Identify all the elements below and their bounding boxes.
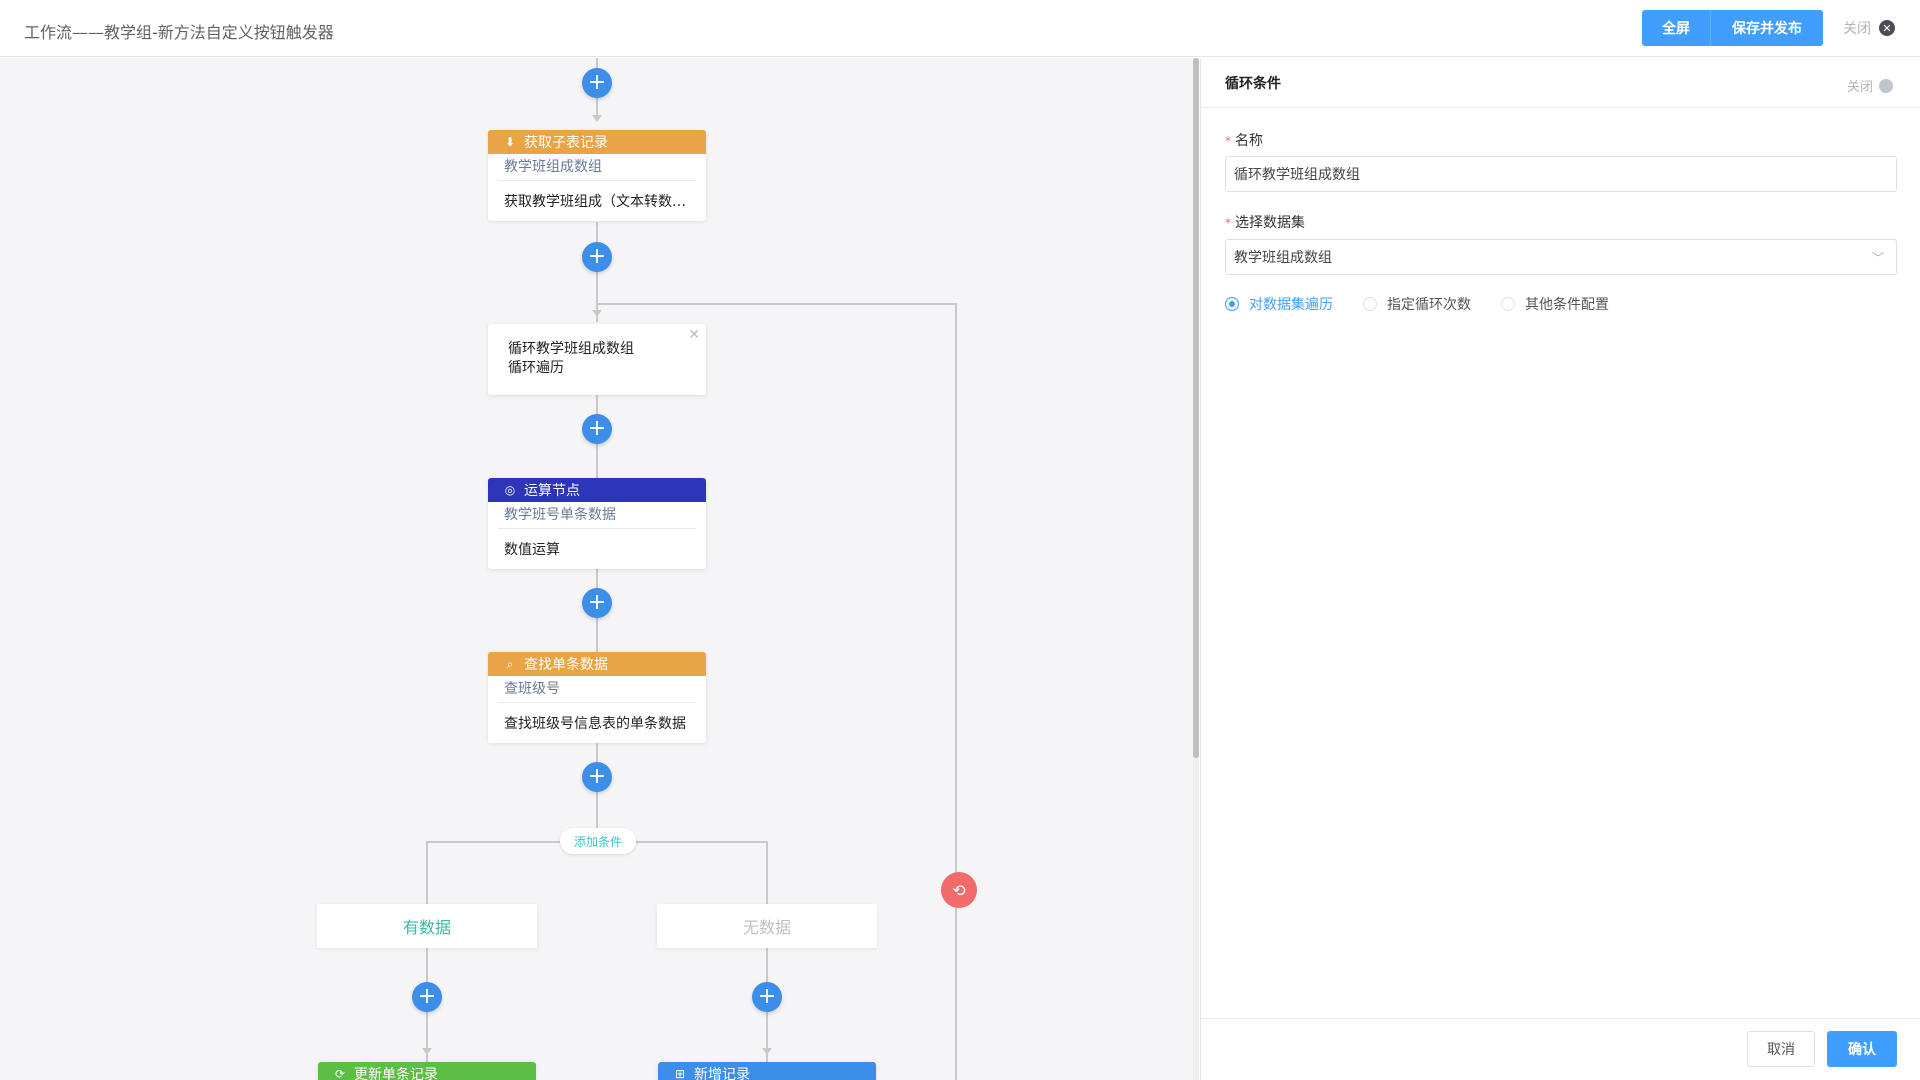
node-find-single[interactable]: ⌕ 查找单条数据 查班级号 查找班级号信息表的单条数据 [488, 652, 706, 743]
add-node-button[interactable]: + [412, 982, 442, 1012]
node-update-record[interactable]: ⟳ 更新单条记录 [318, 1062, 536, 1080]
panel-close-button[interactable]: 关闭 [1847, 76, 1894, 95]
radio-circle [1363, 297, 1377, 311]
close-icon [1879, 78, 1894, 93]
connector-line [596, 394, 598, 530]
branch-label: 有数据 [402, 918, 451, 937]
search-icon: ⌕ [506, 656, 514, 671]
download-icon: ⬇ [504, 135, 516, 149]
loop-node-type: 循环遍历 [508, 360, 564, 376]
select-value: 教学班组成数组 [1234, 250, 1332, 266]
chevron-down-icon: ﹀ [1871, 251, 1884, 265]
add-node-button[interactable]: + [582, 414, 612, 444]
loop-mode-radio-group: 对数据集遍历 指定循环次数 其他条件配置 [1225, 294, 1609, 314]
radio-dataset-traverse[interactable]: 对数据集遍历 [1225, 294, 1333, 314]
branch-line [426, 841, 428, 965]
connector-arrow [422, 1048, 432, 1055]
save-publish-button[interactable]: 保存并发布 [1711, 10, 1823, 46]
name-input[interactable] [1225, 156, 1897, 192]
workflow-canvas[interactable]: + + + + + + + [0, 58, 1196, 1080]
node-subtitle: 教学班号单条数据 [498, 502, 696, 529]
canvas-scrollbar[interactable] [1193, 58, 1199, 1080]
node-description: 获取教学班组成（文本转数… [504, 194, 686, 210]
refresh-icon: ⟳ [334, 1067, 346, 1080]
node-header: ⊞ 新增记录 [658, 1062, 876, 1080]
node-get-subtable-records[interactable]: ⬇ 获取子表记录 教学班组成数组 获取教学班组成（文本转数… [488, 130, 706, 221]
connector-line [596, 568, 598, 708]
panel-title: 循环条件 [1225, 75, 1281, 92]
node-add-record[interactable]: ⊞ 新增记录 [658, 1062, 876, 1080]
radio-circle [1501, 297, 1515, 311]
confirm-button[interactable]: 确认 [1827, 1031, 1897, 1067]
branch-has-data[interactable]: 有数据 [317, 904, 537, 948]
close-icon[interactable]: ✕ [688, 327, 700, 343]
node-title: 运算节点 [524, 483, 580, 499]
radio-label: 对数据集遍历 [1249, 297, 1333, 313]
connector-arrow [592, 115, 602, 122]
add-node-button[interactable]: + [582, 762, 612, 792]
add-node-button[interactable]: + [582, 242, 612, 272]
top-header: 工作流——教学组-新方法自定义按钮触发器 全屏 保存并发布 关闭 ✕ [0, 0, 1920, 57]
dataset-select[interactable]: 教学班组成数组 ﹀ [1225, 239, 1897, 275]
loop-connector-line [597, 303, 957, 305]
node-title: 获取子表记录 [524, 135, 608, 151]
panel-header: 循环条件 关闭 [1201, 58, 1920, 108]
panel-close-label: 关闭 [1847, 80, 1874, 95]
add-condition-button[interactable]: 添加条件 [560, 828, 636, 854]
add-node-button[interactable]: + [582, 68, 612, 98]
node-subtitle: 教学班组成数组 [498, 154, 696, 181]
scrollbar-thumb[interactable] [1193, 58, 1199, 758]
close-icon: ✕ [1879, 20, 1895, 36]
node-header: ⟳ 更新单条记录 [318, 1062, 536, 1080]
label-text: 选择数据集 [1235, 215, 1305, 231]
radio-loop-count[interactable]: 指定循环次数 [1363, 294, 1471, 314]
label-text: 名称 [1235, 133, 1263, 149]
branch-label: 无数据 [742, 918, 791, 937]
fullscreen-button[interactable]: 全屏 [1642, 10, 1711, 46]
required-mark: * [1225, 216, 1231, 230]
node-header: ⬇ 获取子表记录 [488, 130, 706, 154]
node-subtitle: 查班级号 [498, 676, 696, 703]
radio-label: 其他条件配置 [1525, 297, 1609, 313]
name-field-label: * 名称 [1225, 130, 1263, 150]
required-mark: * [1225, 134, 1231, 148]
header-button-group: 全屏 保存并发布 [1642, 10, 1823, 46]
add-node-button[interactable]: + [752, 982, 782, 1012]
connector-arrow [592, 310, 602, 317]
radio-label: 指定循环次数 [1387, 297, 1471, 313]
branch-no-data[interactable]: 无数据 [657, 904, 877, 948]
loop-end-icon[interactable]: ⟲ [941, 872, 977, 908]
cancel-button[interactable]: 取消 [1747, 1031, 1815, 1067]
panel-footer: 取消 确认 [1201, 1018, 1920, 1080]
dataset-field-label: * 选择数据集 [1225, 212, 1305, 232]
header-close-button[interactable]: 关闭 ✕ [1843, 18, 1895, 38]
add-node-button[interactable]: + [582, 588, 612, 618]
node-title: 查找单条数据 [524, 657, 608, 673]
connector-arrow [762, 1048, 772, 1055]
compute-icon: ◎ [504, 483, 516, 497]
page-title: 工作流——教学组-新方法自定义按钮触发器 [24, 23, 334, 42]
node-description: 查找班级号信息表的单条数据 [504, 716, 686, 732]
node-description: 数值运算 [504, 542, 560, 558]
radio-circle [1225, 297, 1239, 311]
branch-line [766, 841, 768, 965]
loop-node-title: 循环教学班组成数组 [508, 341, 634, 357]
node-title: 新增记录 [694, 1067, 750, 1080]
connector-line [596, 222, 598, 322]
config-panel: 循环条件 关闭 * 名称 * 选择数据集 教学班组成数组 ﹀ 对数据集遍历 指定循环… [1200, 58, 1920, 1080]
loop-connector-line [955, 303, 957, 1080]
radio-other-conditions[interactable]: 其他条件配置 [1501, 294, 1609, 314]
node-header: ◎ 运算节点 [488, 478, 706, 502]
header-close-label: 关闭 [1843, 21, 1871, 37]
node-compute[interactable]: ◎ 运算节点 教学班号单条数据 数值运算 [488, 478, 706, 569]
add-record-icon: ⊞ [674, 1067, 686, 1080]
node-title: 更新单条记录 [354, 1067, 438, 1080]
node-loop[interactable]: ✕ 循环教学班组成数组 循环遍历 [488, 324, 706, 395]
node-header: ⌕ 查找单条数据 [488, 652, 706, 676]
